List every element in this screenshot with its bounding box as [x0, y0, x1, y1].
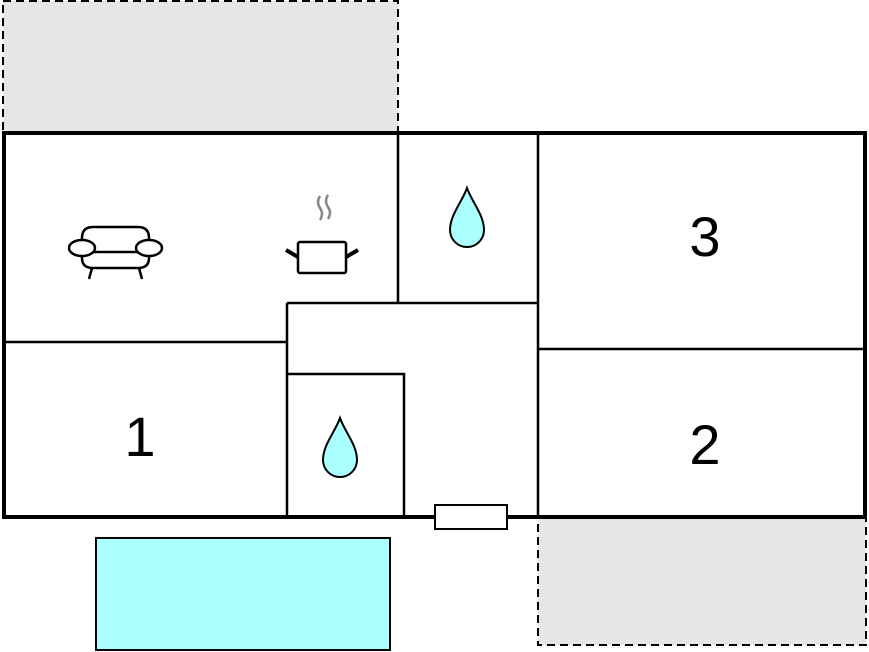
terrace-bottom-right: [537, 516, 867, 646]
room-label-3: 3: [689, 205, 720, 268]
water-drop-icon: [448, 185, 486, 248]
swimming-pool: [95, 537, 391, 651]
interior-walls: [4, 133, 865, 517]
cooking-pot-icon: [284, 194, 360, 275]
entrance-door: [434, 504, 508, 530]
room-label-1: 1: [124, 405, 155, 468]
water-drop-icon: [321, 415, 359, 478]
outer-wall: [2, 131, 867, 519]
room-label-2: 2: [689, 413, 720, 476]
terrace-top-left: [2, 0, 399, 133]
sofa-icon: [67, 225, 164, 280]
